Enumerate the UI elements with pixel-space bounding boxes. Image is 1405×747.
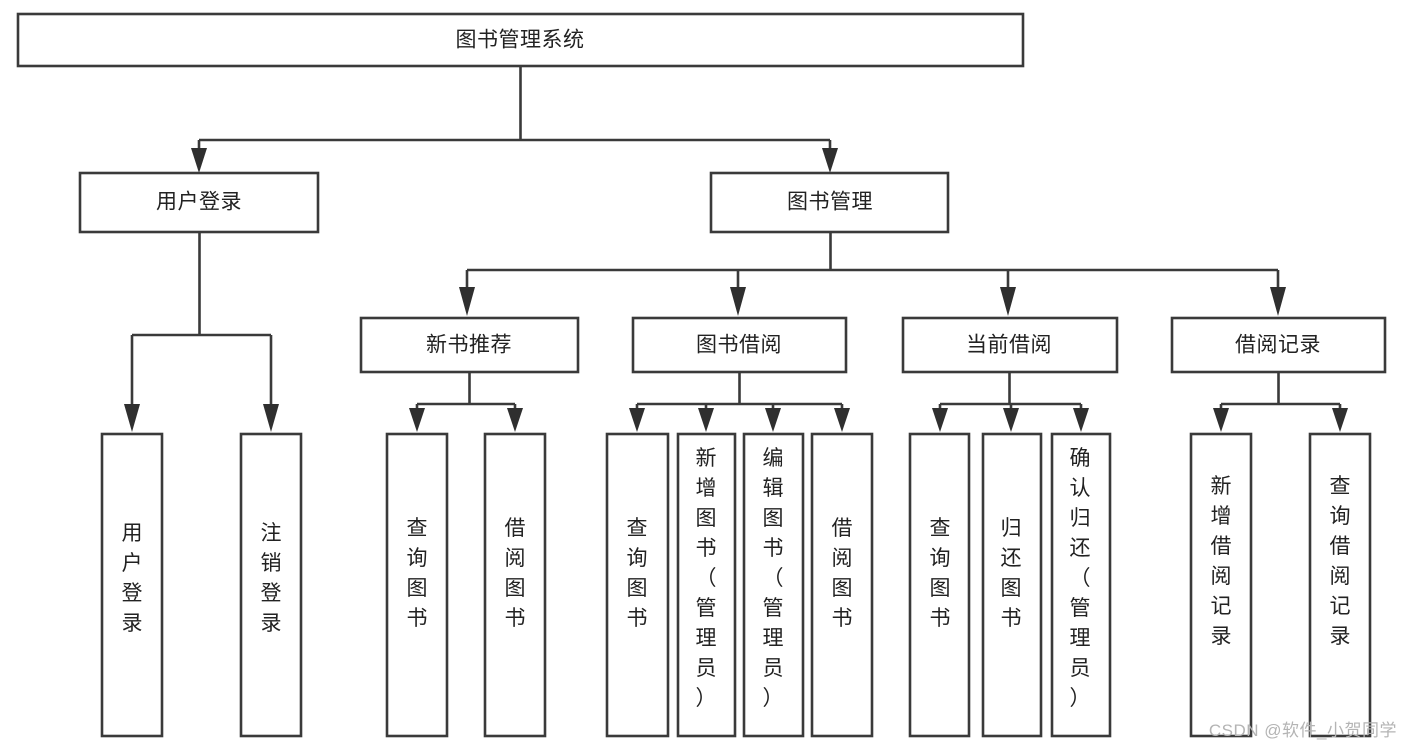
arrow-to-leaf-querybook-3 [932, 408, 948, 432]
node-book-borrow[interactable]: 图书借阅 [631, 316, 848, 374]
leaf-borrow-book-2[interactable]: 借阅图书 [810, 432, 874, 738]
arrow-to-newbook [459, 287, 475, 316]
node-root[interactable]: 图书管理系统 [16, 12, 1025, 68]
leaf-query-book-1[interactable]: 查询图书 [385, 432, 449, 738]
leaf-confirm-return-admin-box[interactable] [1050, 432, 1112, 738]
node-book-borrow-box[interactable] [631, 316, 848, 374]
leaf-return-book-label: 归还图书 [1001, 517, 1022, 630]
node-current-borrow[interactable]: 当前借阅 [901, 316, 1119, 374]
leaf-return-book[interactable]: 归还图书 [981, 432, 1043, 738]
node-new-book-recommend[interactable]: 新书推荐 [359, 316, 580, 374]
arrow-to-currentborrow [1000, 287, 1016, 316]
leaf-add-borrow-record-box[interactable] [1189, 432, 1253, 738]
node-book-borrow-label: 图书借阅 [696, 334, 782, 357]
leaf-logout[interactable]: 注销登录 [239, 432, 303, 738]
leaf-borrow-book-1-box[interactable] [483, 432, 547, 738]
node-user-login-label: 用户登录 [156, 191, 242, 214]
leaf-query-book-2-box[interactable] [605, 432, 670, 738]
arrow-to-borrowbook [730, 287, 746, 316]
connectors-layer [124, 66, 1348, 432]
node-borrow-record-box[interactable] [1170, 316, 1387, 374]
leaf-edit-book-admin[interactable]: 编辑图书（管理员） [742, 432, 805, 738]
leaf-query-borrow-record-box[interactable] [1308, 432, 1372, 738]
leaf-query-book-2-label: 查询图书 [627, 517, 648, 630]
leaf-user-login[interactable]: 用户登录 [100, 432, 164, 738]
arrow-to-leaf-borrowbook-2 [834, 408, 850, 432]
leaf-user-login-label: 用户登录 [122, 522, 143, 635]
leaf-confirm-return-admin[interactable]: 确认归还（管理员） [1050, 432, 1112, 738]
node-borrow-record[interactable]: 借阅记录 [1170, 316, 1387, 374]
node-borrow-record-label: 借阅记录 [1235, 334, 1321, 357]
leaf-add-book-admin[interactable]: 新增图书（管理员） [676, 432, 737, 738]
arrow-to-borrowrecord [1270, 287, 1286, 316]
arrow-to-leaf-addrecord [1213, 408, 1229, 432]
node-root-box[interactable] [16, 12, 1025, 68]
node-root-label: 图书管理系统 [456, 29, 585, 52]
leaf-borrow-book-1-label: 借阅图书 [505, 517, 526, 630]
leaf-nodes-layer: 用户登录 注销登录 查询图书 借阅图书 查询图书 新增图书（管理员） [100, 432, 1372, 738]
node-current-borrow-box[interactable] [901, 316, 1119, 374]
node-book-management-label: 图书管理 [787, 191, 873, 214]
leaf-logout-label: 注销登录 [261, 522, 282, 635]
leaf-query-borrow-record-label: 查询借阅记录 [1330, 475, 1351, 648]
leaf-logout-box[interactable] [239, 432, 303, 738]
leaf-query-book-3[interactable]: 查询图书 [908, 432, 971, 738]
arrow-to-leaf-addbook [698, 408, 714, 432]
arrow-to-leaf-querybook-1 [409, 408, 425, 432]
leaf-add-borrow-record[interactable]: 新增借阅记录 [1189, 432, 1253, 738]
arrow-to-leaf-userlogin [124, 404, 140, 432]
leaf-query-borrow-record[interactable]: 查询借阅记录 [1308, 432, 1372, 738]
arrow-to-leaf-queryrecord [1332, 408, 1348, 432]
arrow-to-leaf-querybook-2 [629, 408, 645, 432]
arrow-to-leaf-editbook [765, 408, 781, 432]
arrow-to-bookmgmt [822, 148, 838, 173]
arrow-to-leaf-borrowbook-1 [507, 408, 523, 432]
node-new-book-recommend-box[interactable] [359, 316, 580, 374]
leaf-query-book-3-label: 查询图书 [930, 517, 951, 630]
leaf-add-book-admin-label: 新增图书（管理员） [696, 447, 717, 710]
node-book-management-box[interactable] [709, 171, 950, 234]
leaf-borrow-book-2-box[interactable] [810, 432, 874, 738]
node-book-management[interactable]: 图书管理 [709, 171, 950, 234]
leaf-borrow-book-1[interactable]: 借阅图书 [483, 432, 547, 738]
csdn-watermark: CSDN @软件_小贺同学 [1208, 721, 1397, 740]
node-user-login[interactable]: 用户登录 [78, 171, 320, 234]
arrow-to-leaf-returnbook [1003, 408, 1019, 432]
leaf-add-book-admin-box[interactable] [676, 432, 737, 738]
leaf-return-book-box[interactable] [981, 432, 1043, 738]
arrow-to-leaf-logout [263, 404, 279, 432]
leaf-add-borrow-record-label: 新增借阅记录 [1211, 475, 1232, 648]
arrow-to-userlogin [191, 148, 207, 173]
node-new-book-recommend-label: 新书推荐 [426, 334, 512, 357]
node-current-borrow-label: 当前借阅 [966, 334, 1052, 357]
leaf-query-book-1-label: 查询图书 [407, 517, 428, 630]
leaf-query-book-1-box[interactable] [385, 432, 449, 738]
arrow-to-leaf-confirmreturn [1073, 408, 1089, 432]
leaf-edit-book-admin-box[interactable] [742, 432, 805, 738]
leaf-edit-book-admin-label: 编辑图书（管理员） [763, 447, 784, 710]
leaf-confirm-return-admin-label: 确认归还（管理员） [1070, 447, 1091, 710]
leaf-user-login-box[interactable] [100, 432, 164, 738]
leaf-query-book-2[interactable]: 查询图书 [605, 432, 670, 738]
node-user-login-box[interactable] [78, 171, 320, 234]
leaf-borrow-book-2-label: 借阅图书 [832, 517, 853, 630]
leaf-query-book-3-box[interactable] [908, 432, 971, 738]
